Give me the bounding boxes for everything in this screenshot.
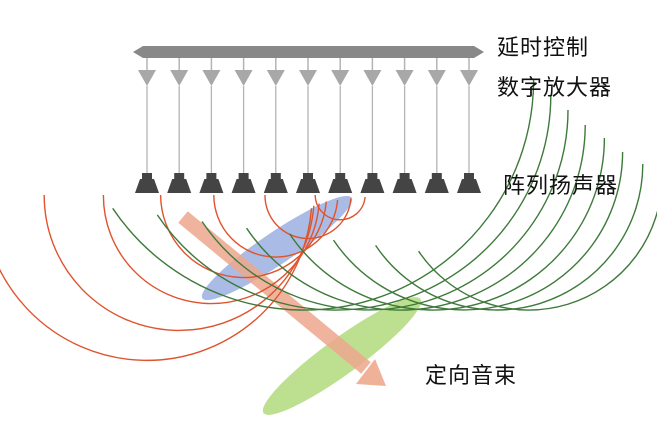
amplifier-5 (266, 70, 285, 86)
speaker-8 (360, 179, 385, 193)
speaker-magnet-2 (174, 173, 185, 179)
delay-control-bus (133, 46, 484, 58)
wavefront-layer (0, 79, 657, 362)
green-wavefront-5 (289, 137, 606, 311)
speaker-magnet-8 (367, 173, 378, 179)
red-wavefront-6 (264, 194, 352, 240)
speaker-array-label: 阵列扬声器 (503, 174, 619, 199)
green-wavefront-3 (201, 109, 569, 311)
speaker-magnet-5 (270, 173, 281, 179)
hardware-layer (133, 46, 484, 193)
speaker-2 (167, 179, 192, 193)
speaker-10 (424, 179, 449, 193)
green-wavefront-1 (112, 79, 535, 311)
amplifier-3 (202, 70, 221, 86)
speaker-magnet-3 (206, 173, 217, 179)
green-wavefront-2 (156, 94, 552, 311)
green-wavefront-7 (375, 163, 644, 311)
speaker-9 (392, 179, 417, 193)
amplifier-4 (234, 70, 253, 86)
speaker-magnet-11 (464, 173, 474, 179)
amplifier-9 (395, 70, 414, 86)
speaker-magnet-1 (142, 173, 152, 179)
speaker-magnet-6 (303, 173, 313, 179)
delay-control-label: 延时控制 (497, 36, 590, 61)
green-wavefront-8 (418, 210, 657, 311)
amplifier-10 (427, 70, 446, 86)
speaker-magnet-7 (335, 173, 346, 179)
focus-region-blue (201, 195, 353, 301)
red-wavefront-7 (314, 194, 366, 221)
speaker-11 (457, 179, 481, 193)
amplifier-2 (170, 70, 189, 86)
digital-amplifier-label: 数字放大器 (497, 76, 613, 101)
speaker-magnet-10 (431, 173, 442, 179)
green-wavefront-4 (246, 124, 586, 311)
green-wavefront-6 (332, 151, 624, 311)
red-wavefront-1 (0, 208, 313, 362)
speaker-3 (199, 179, 224, 193)
amplifier-6 (299, 70, 317, 86)
directional-beam-label: 定向音束 (425, 364, 518, 389)
amplifier-11 (460, 70, 478, 86)
speaker-6 (296, 179, 320, 193)
red-wavefront-5 (213, 194, 339, 258)
beam-arrow-shaft (178, 211, 371, 374)
speaker-magnet-4 (238, 173, 249, 179)
speaker-5 (263, 179, 288, 193)
amplifier-1 (138, 70, 156, 86)
beam-arrow-head (356, 359, 386, 386)
amplifier-7 (331, 70, 350, 86)
speaker-magnet-9 (399, 173, 410, 179)
amplifier-8 (363, 70, 382, 86)
speaker-1 (135, 179, 159, 193)
speaker-4 (231, 179, 256, 193)
speaker-7 (328, 179, 353, 193)
beam-arrow-layer (178, 211, 386, 386)
